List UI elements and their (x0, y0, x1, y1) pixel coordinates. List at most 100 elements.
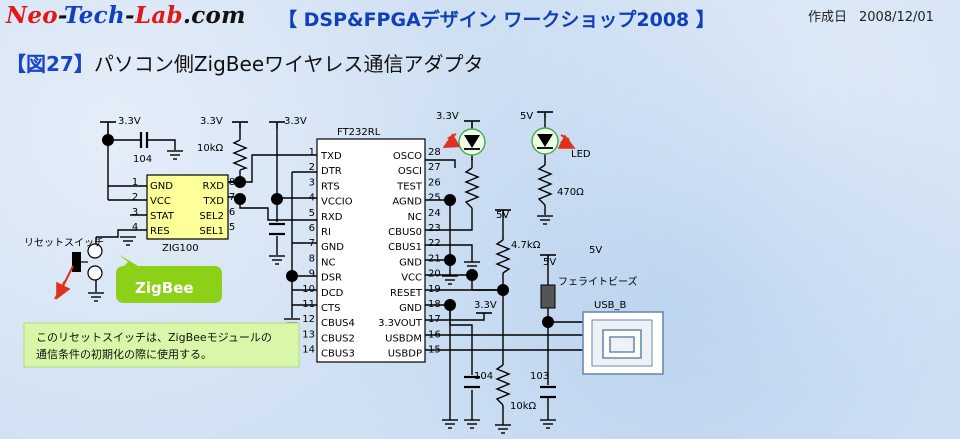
ft232-pin-number: 19 (428, 284, 441, 295)
junction-dot (102, 134, 114, 146)
junctions (102, 134, 554, 328)
ft232-pin-number: 21 (428, 253, 441, 264)
reset-callout (23, 322, 300, 368)
capacitor-103 (540, 385, 556, 399)
callout-line-1: このリセットスイッチは、ZigBeeモジュールの (36, 331, 272, 344)
zig100-module (146, 174, 229, 240)
ft232-pin-number: 1 (309, 147, 315, 158)
ft232-pin-number: 27 (428, 162, 441, 173)
zig-pin-name: SEL1 (199, 226, 224, 237)
capacitor-3v3-bypass (269, 222, 285, 236)
site-logo-dash: - (57, 2, 64, 29)
ft232-pin-name: DTR (321, 166, 342, 177)
ft232-pin-number: 28 (428, 147, 441, 158)
ft232-pin-name: VCC (401, 273, 422, 284)
ft232-pin-number: 13 (302, 329, 315, 340)
ft232-pin-name: RTS (321, 181, 340, 192)
figure-title: 【図27】パソコン側ZigBeeワイヤレス通信アダプタ (6, 48, 484, 77)
date-value: 2008/12/01 (859, 10, 934, 25)
ft232rl-chip (316, 138, 426, 363)
ft232-pin-number: 24 (428, 208, 441, 219)
junction-dot (497, 284, 509, 296)
ft232-pin-name: GND (321, 242, 344, 253)
zig-pin-name: SEL2 (199, 211, 224, 222)
capacitors (139, 132, 556, 399)
ground-icon (442, 419, 458, 429)
ft232-pin-name: DSR (321, 273, 342, 284)
ft232-pin-name: NC (321, 257, 335, 268)
resistors (232, 139, 553, 406)
ft232-pin-number: 23 (428, 223, 441, 234)
junction-dot (286, 270, 298, 282)
ft232-pin-number: 6 (309, 223, 315, 234)
junction-dot (271, 193, 283, 205)
resistor-4k7 (495, 239, 511, 274)
ft232-pin-name: GND (399, 257, 422, 268)
ground-icon (88, 292, 104, 302)
label-5v-ferrite: 5V (543, 257, 556, 268)
workshop-title: 【 DSP&FPGAデザイン ワークショップ2008 】 (278, 9, 715, 31)
label-cap-103: 103 (530, 371, 549, 382)
label-5v-usb: 5V (589, 245, 602, 256)
label-3v3-c: 3.3V (284, 116, 307, 127)
junction-dot (444, 299, 456, 311)
ft232-pin-name: TXD (320, 151, 342, 162)
ground-icon (495, 424, 511, 434)
zig-pin-number: 3 (132, 207, 138, 218)
site-logo-part: Neo (6, 2, 58, 29)
label-ferrite: フェライトビーズ (558, 275, 638, 288)
ft232-pin-name: VCCIO (321, 197, 353, 208)
ft232-pin-name: CBUS0 (388, 227, 422, 238)
zig-pin-number: 6 (229, 207, 235, 218)
ground-icon (442, 275, 458, 285)
label-res-470: 470Ω (557, 187, 584, 198)
ft232-pin-name: RXD (321, 212, 343, 223)
ft232-pin-name: CBUS1 (388, 242, 422, 253)
usb-port-icon (602, 329, 642, 359)
ft232-pin-number: 25 (428, 193, 441, 204)
capacitor-104-a (139, 132, 149, 148)
ferrite-bead (540, 284, 556, 309)
ground-icon (120, 236, 136, 246)
ft232-pin-number: 16 (428, 329, 441, 340)
label-cap-104-a: 104 (133, 154, 152, 165)
ft232-pin-name: USBDP (388, 349, 422, 360)
ft232-pin-number: 10 (302, 284, 315, 295)
site-logo[interactable]: Neo-Tech-Lab.com (6, 2, 246, 29)
label-reset-switch: リセットスイッチ (24, 237, 104, 249)
ground-icon (269, 255, 285, 265)
junction-dot (542, 316, 554, 328)
ground-icon (464, 419, 480, 429)
ft232-pin-number: 8 (309, 253, 315, 264)
ft232-pin-number: 26 (428, 177, 441, 188)
capacitor-104-b (464, 375, 480, 389)
label-cap-104-b: 104 (474, 371, 493, 382)
ft232-pin-name: OSCI (398, 166, 422, 177)
ft232-pin-name: DCD (321, 288, 344, 299)
junction-dot (444, 194, 456, 206)
junction-dot (234, 176, 246, 188)
figure-number: 【図27】 (6, 52, 94, 76)
supply-markers (100, 111, 556, 314)
zig-pin-number: 1 (132, 177, 138, 188)
ground-icon (167, 150, 183, 160)
ft232-pin-number: 22 (428, 238, 441, 249)
label-usb-b: USB_B (594, 300, 627, 311)
led-3v3 (442, 128, 486, 156)
ft232-pin-name: OSCO (393, 151, 422, 162)
usb-b-connector (582, 311, 664, 375)
label-3v3-a: 3.3V (118, 116, 141, 127)
zig-pin-name: RES (150, 226, 170, 237)
zigbee-badge (116, 254, 222, 303)
zigbee-badge-text: ZigBee (135, 279, 194, 297)
ft232-pin-number: 15 (428, 345, 441, 356)
zig-pin-name: RXD (203, 181, 225, 192)
label-3v3-b: 3.3V (200, 116, 223, 127)
ft232-pin-name: RESET (390, 288, 423, 299)
junction-dot (444, 254, 456, 266)
ft232-pin-name: NC (408, 212, 422, 223)
zig-pin-name: TXD (202, 196, 224, 207)
resistor-led-3v3 (464, 167, 480, 209)
